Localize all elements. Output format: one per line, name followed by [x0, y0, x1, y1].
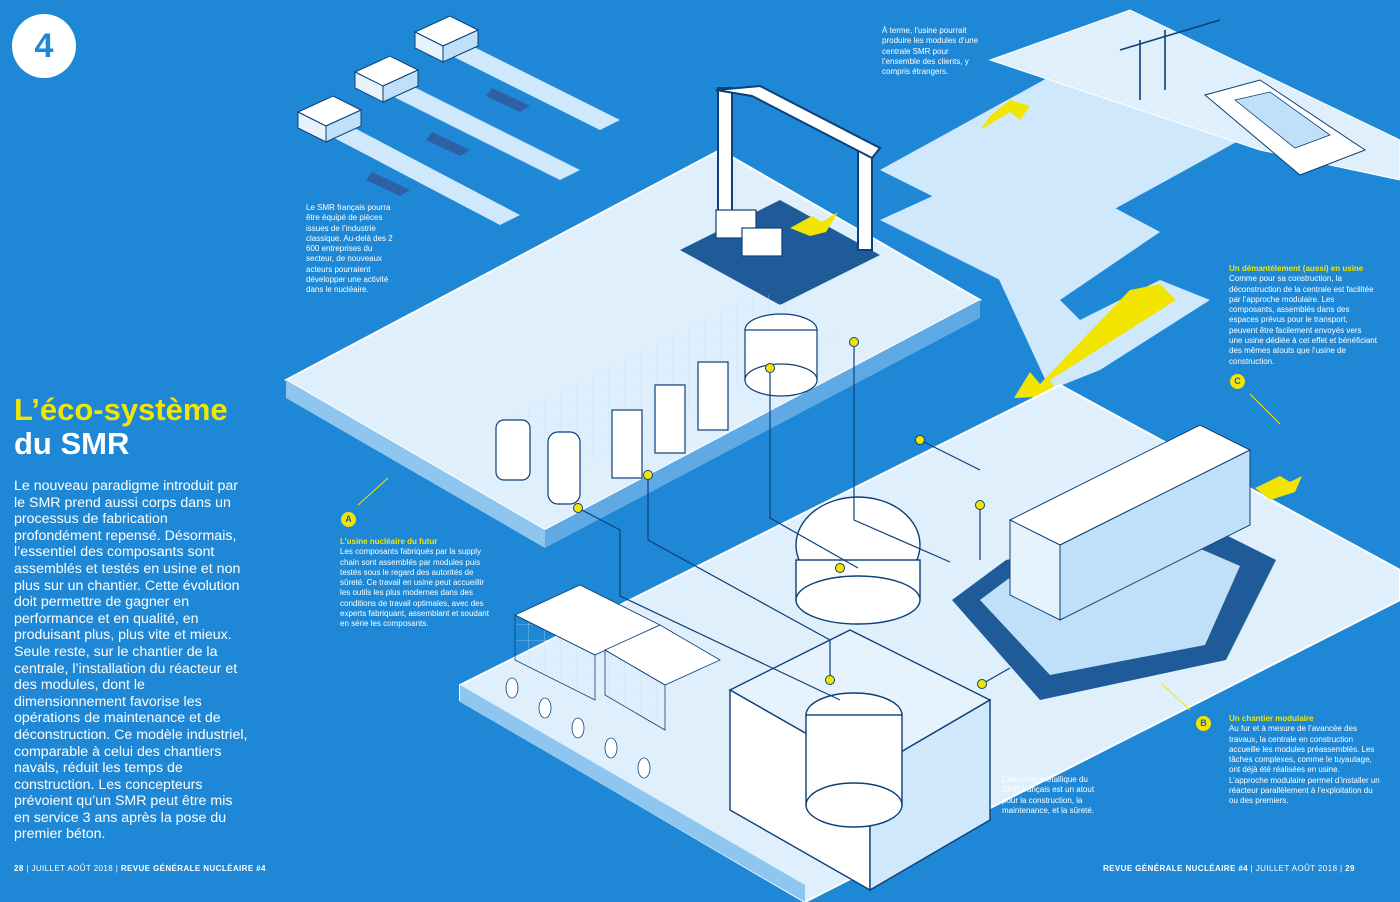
factory-components	[495, 209, 838, 505]
transfer-road	[880, 170, 1210, 398]
ship	[1203, 79, 1367, 176]
footer-right: REVUE GÉNÉRALE NUCLÉAIRE #4 | JUILLET AO…	[1103, 864, 1355, 873]
caption-c: Un démantèlement (aussi) en usine Comme …	[1229, 264, 1377, 367]
caption-a-title: L’usine nucléaire du futur	[340, 537, 438, 546]
marker-b: B	[1196, 716, 1211, 731]
marker-arrows	[357, 393, 1281, 711]
caption-a: L’usine nucléaire du futur Les composant…	[340, 537, 492, 630]
footer-left: 28 | JUILLET AOÛT 2018 | REVUE GÉNÉRALE …	[14, 864, 266, 873]
footer-left-date: JUILLET AOÛT 2018	[31, 864, 114, 873]
caption-b: Un chantier modulaire Au fur et à mesure…	[1229, 714, 1381, 807]
page-title: L’éco-système	[14, 392, 228, 427]
page-subtitle: du SMR	[14, 426, 130, 461]
caption-a-body: Les composants fabriqués par la supply c…	[340, 547, 489, 629]
caption-b-title: Un chantier modulaire	[1229, 714, 1314, 723]
reactor-vessel	[728, 496, 992, 892]
supply-roads	[300, 30, 620, 225]
caption-c-title: Un démantèlement (aussi) en usine	[1229, 264, 1364, 273]
footer-right-page-number: 29	[1345, 864, 1355, 873]
intro-paragraph: Le nouveau paradigme introduit par le SM…	[14, 478, 248, 843]
office-buildings	[514, 584, 721, 731]
caption-b-body: Au fur et à mesure de l’avancée des trav…	[1229, 724, 1380, 806]
chapter-number-badge: 4	[12, 14, 76, 78]
module-stack	[1008, 424, 1252, 621]
gantry-crane	[715, 84, 882, 251]
caption-supply-chain: Le SMR français pourra être équipé de pi…	[306, 203, 393, 295]
port-crane	[1119, 19, 1221, 100]
caption-metal-enclosure: L’enceinte métallique du SMR français es…	[1002, 775, 1095, 815]
callout-dots	[573, 337, 987, 689]
caption-export: À terme, l’usine pourrait produire les m…	[882, 26, 979, 77]
callout-lines	[577, 342, 1011, 701]
footer-left-magazine: REVUE GÉNÉRALE NUCLÉAIRE #4	[120, 864, 266, 873]
footer-right-date: JUILLET AOÛT 2018	[1255, 864, 1338, 873]
marker-a: A	[341, 512, 356, 527]
footer-left-page-number: 28	[14, 864, 24, 873]
caption-c-body: Comme pour sa construction, la déconstru…	[1229, 274, 1377, 366]
trees	[505, 677, 651, 779]
marker-c: C	[1230, 374, 1245, 389]
footer-right-magazine: REVUE GÉNÉRALE NUCLÉAIRE #4	[1103, 864, 1249, 873]
supply-warehouses	[296, 15, 480, 143]
